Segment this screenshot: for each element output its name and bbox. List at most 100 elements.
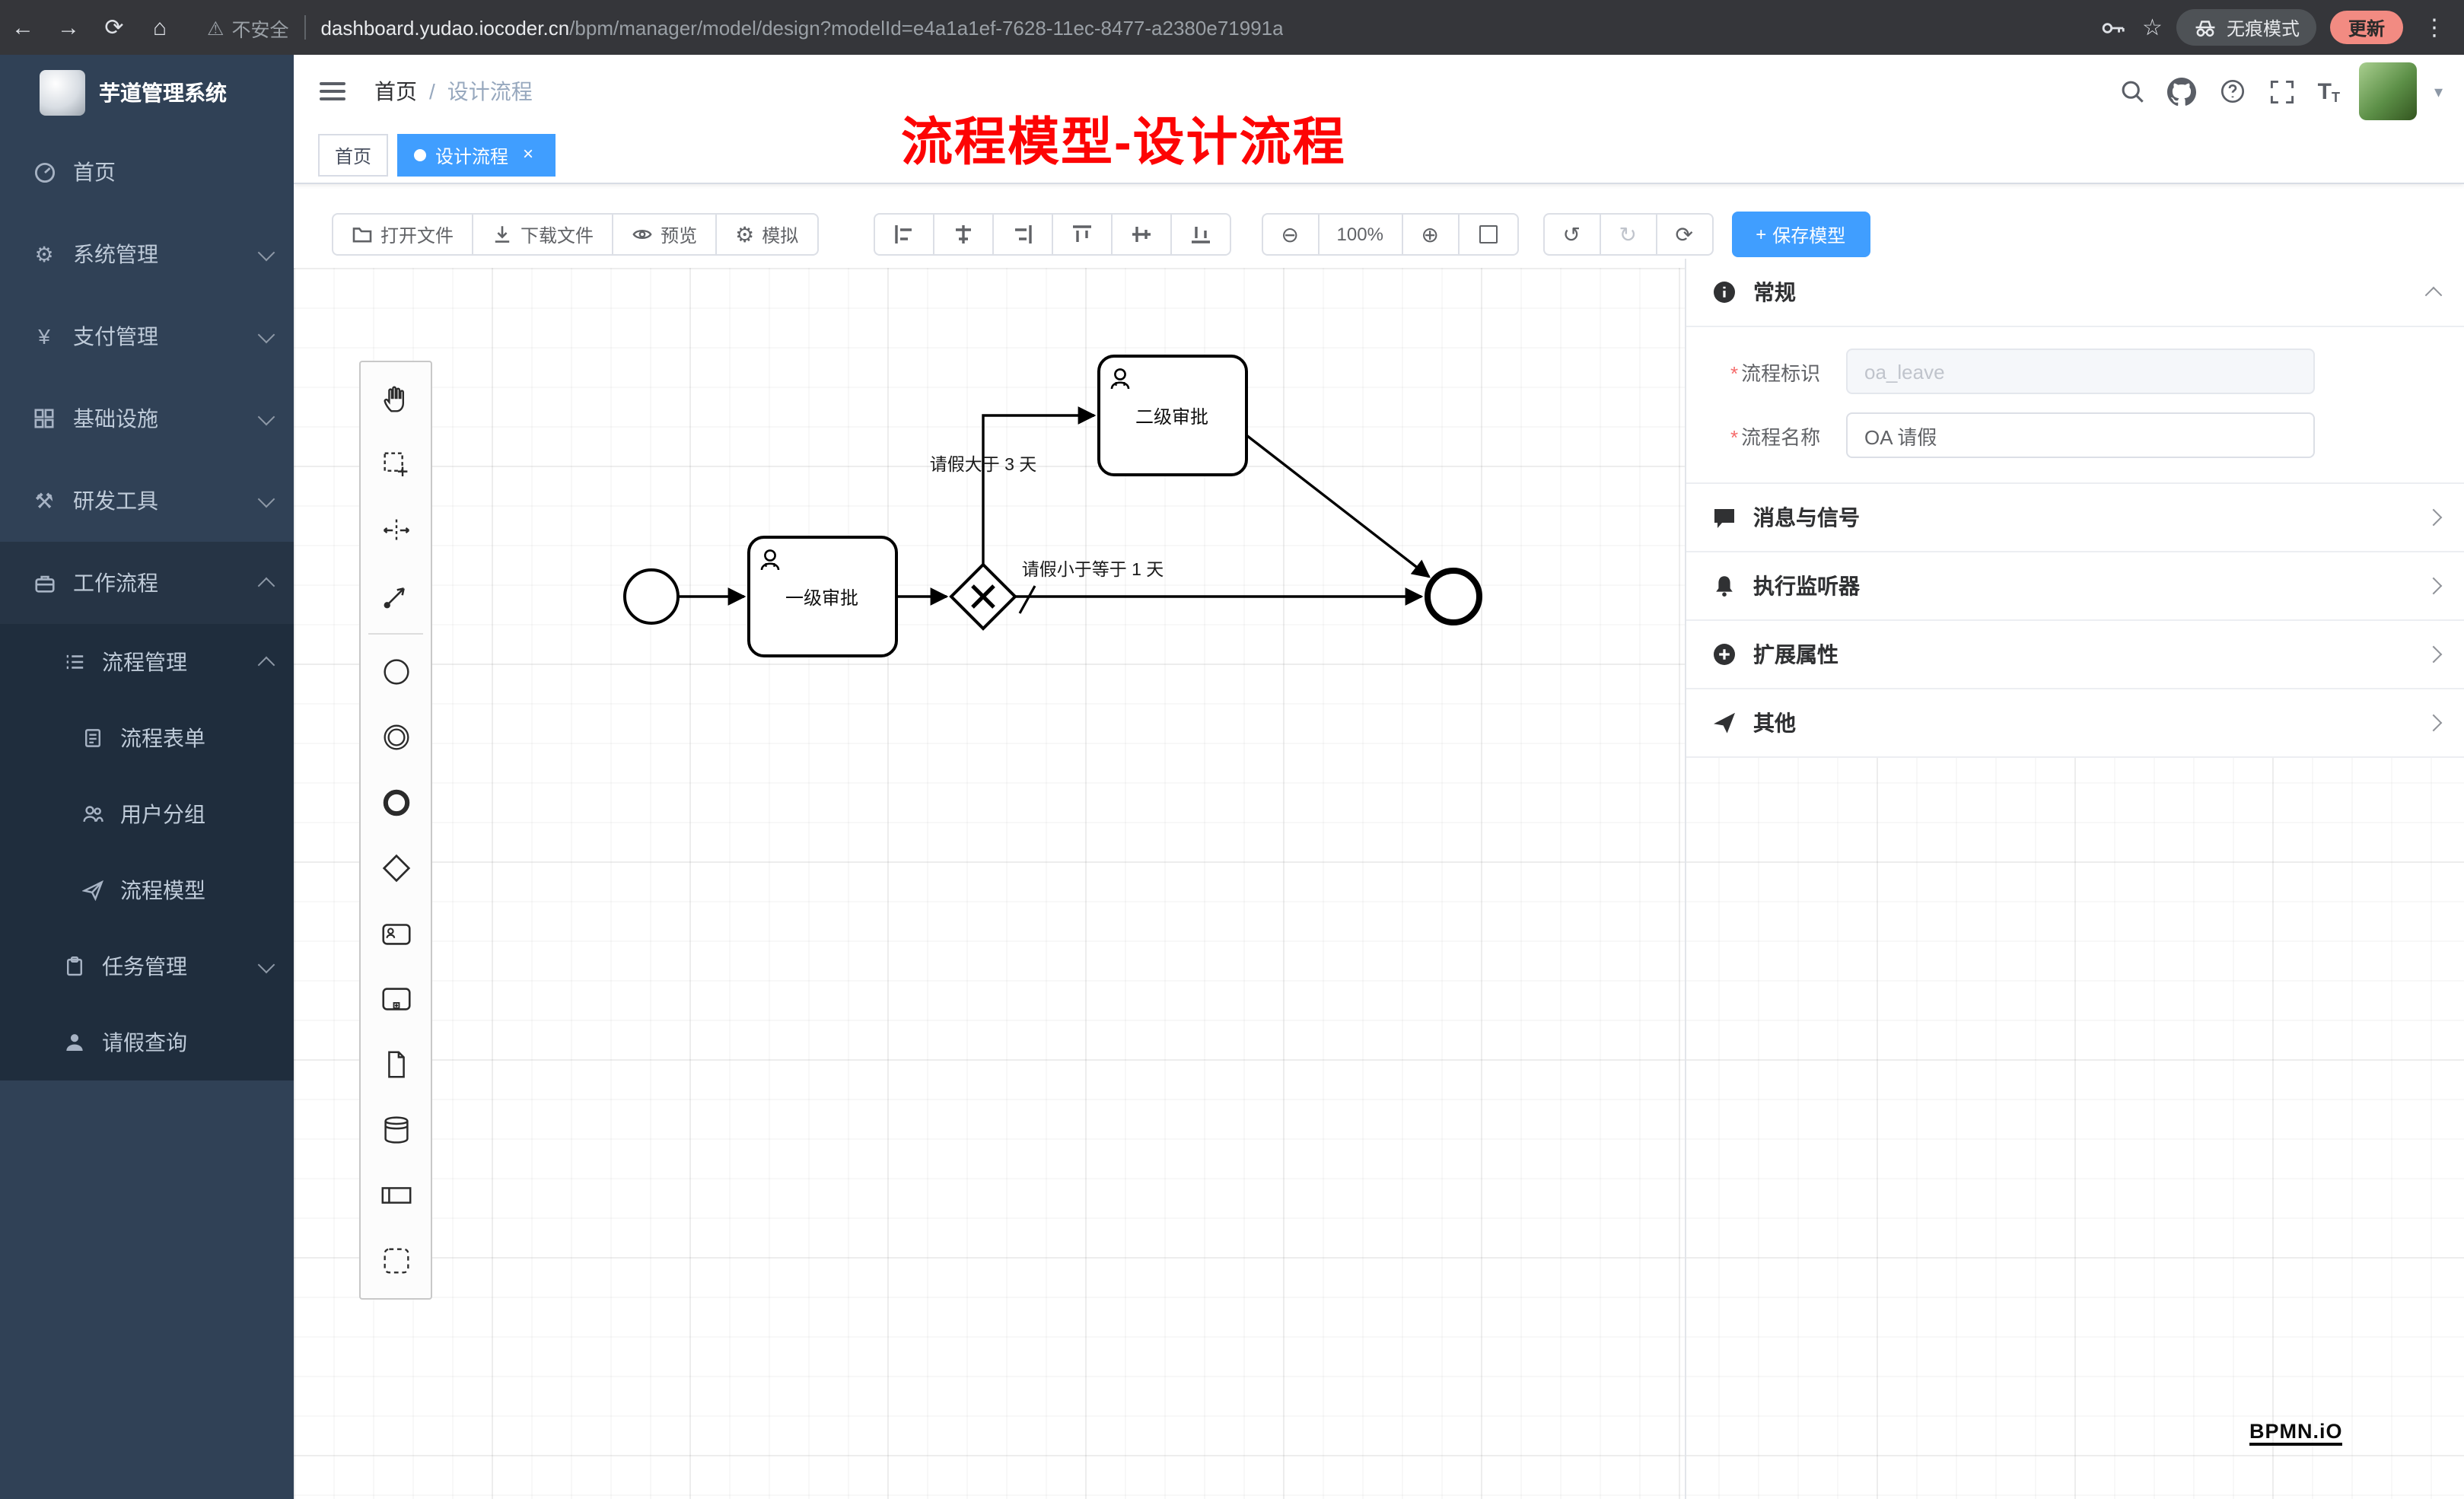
bpmn-diagram: 请假大于 3 天 请假小于等于 1 天 一级审批 (623, 355, 1482, 657)
create-intermediate-event[interactable] (361, 705, 431, 770)
create-participant[interactable] (361, 1163, 431, 1228)
space-tool[interactable] (361, 498, 431, 563)
sidebar-item-leave-query[interactable]: 请假查询 (0, 1004, 294, 1080)
exclusive-gateway[interactable] (949, 562, 1017, 631)
process-name-input[interactable] (1846, 412, 2315, 458)
flow-label-le1[interactable]: 请假小于等于 1 天 (1022, 559, 1164, 579)
sidebar-item-home[interactable]: 首页 (0, 131, 294, 213)
start-event[interactable] (623, 568, 680, 625)
zoom-in-button[interactable]: ⊕ (1401, 213, 1460, 256)
task-second-approval[interactable]: 二级审批 (1097, 355, 1248, 476)
section-title: 其他 (1753, 711, 1796, 735)
restart-button[interactable]: ⟳ (1655, 213, 1714, 256)
sidebar-item-user-group[interactable]: 用户分组 (0, 776, 294, 852)
browser-back-icon[interactable]: ← (11, 14, 34, 40)
browser-update-button[interactable]: 更新 (2329, 11, 2403, 44)
browser-forward-icon[interactable]: → (57, 14, 80, 40)
panel-section-general[interactable]: 常规 (1686, 259, 2464, 327)
search-icon[interactable] (2117, 76, 2147, 107)
github-icon[interactable] (2167, 76, 2198, 107)
bookmark-star-icon[interactable]: ☆ (2142, 15, 2163, 41)
help-icon[interactable] (2217, 76, 2248, 107)
site-security-label[interactable]: ⚠ 不安全 (207, 13, 288, 42)
user-avatar[interactable] (2359, 62, 2418, 120)
create-group[interactable] (361, 1228, 431, 1294)
tag-design-process[interactable]: 设计流程 × (397, 134, 556, 177)
create-task[interactable] (361, 901, 431, 966)
preview-button[interactable]: 预览 (612, 213, 718, 256)
avatar-caret-icon[interactable]: ▾ (2434, 83, 2443, 101)
tag-label: 设计流程 (435, 145, 509, 167)
app-logo[interactable]: 芋道管理系统 (0, 55, 294, 131)
sidebar-collapse-icon[interactable] (320, 78, 345, 105)
panel-section-execution-listener[interactable]: 执行监听器 (1686, 552, 2464, 621)
close-icon[interactable]: × (523, 143, 534, 164)
zoom-out-button[interactable]: ⊖ (1261, 213, 1320, 256)
flow-gateway-to-task2[interactable] (982, 406, 1097, 565)
download-file-button[interactable]: 下载文件 (472, 213, 614, 256)
lasso-tool[interactable] (361, 432, 431, 498)
global-connect-tool[interactable] (361, 563, 431, 629)
align-horizontal-center-button[interactable] (932, 213, 994, 256)
password-key-icon[interactable] (2098, 12, 2128, 43)
save-model-button[interactable]: + 保存模型 (1731, 212, 1870, 257)
create-end-event[interactable] (361, 770, 431, 835)
undo-button[interactable]: ↺ (1542, 213, 1601, 256)
browser-menu-icon[interactable]: ⋮ (2423, 15, 2446, 41)
browser-reload-icon[interactable]: ⟳ (104, 15, 124, 41)
open-file-button[interactable]: 打开文件 (332, 213, 474, 256)
chevron-down-icon (257, 243, 275, 261)
chevron-up-icon (257, 656, 275, 674)
sidebar-item-label: 请假查询 (102, 1030, 187, 1055)
active-dot-icon (414, 149, 427, 161)
sidebar-item-task-management[interactable]: 任务管理 (0, 928, 294, 1004)
zoom-reset-button[interactable] (1457, 213, 1519, 256)
process-key-input[interactable] (1846, 348, 2315, 394)
incognito-badge[interactable]: 无痕模式 (2176, 9, 2316, 46)
breadcrumb-home[interactable]: 首页 (374, 79, 417, 103)
sidebar-item-devtools[interactable]: ⚒ 研发工具 (0, 460, 294, 542)
sidebar-item-system[interactable]: ⚙ 系统管理 (0, 213, 294, 295)
create-start-event[interactable] (361, 639, 431, 705)
workflow-submenu: 流程管理 流程表单 用户分组 流程模型 (0, 624, 294, 1080)
panel-section-other[interactable]: 其他 (1686, 689, 2464, 758)
fullscreen-icon[interactable] (2268, 76, 2298, 107)
sidebar-item-label: 基础设施 (73, 406, 158, 431)
bpmn-io-logo: BPMN.iO (2249, 1420, 2343, 1446)
task-first-approval[interactable]: 一级审批 (747, 536, 898, 657)
browser-home-icon[interactable]: ⌂ (152, 14, 167, 40)
panel-section-message-signal[interactable]: 消息与信号 (1686, 484, 2464, 552)
align-bottom-button[interactable] (1170, 213, 1231, 256)
user-icon (760, 549, 780, 571)
sidebar-item-process-model[interactable]: 流程模型 (0, 852, 294, 928)
sidebar-item-label: 工作流程 (73, 571, 158, 595)
align-left-button[interactable] (873, 213, 934, 256)
create-data-object[interactable] (361, 1032, 431, 1097)
align-vertical-middle-button[interactable] (1110, 213, 1172, 256)
message-icon (1711, 505, 1737, 530)
create-data-store[interactable] (361, 1097, 431, 1163)
sidebar-item-payment[interactable]: ¥ 支付管理 (0, 295, 294, 377)
align-top-button[interactable] (1051, 213, 1113, 256)
fit-icon (1479, 225, 1498, 243)
end-event[interactable] (1425, 568, 1482, 625)
sidebar-item-process-form[interactable]: 流程表单 (0, 700, 294, 776)
align-right-icon (1014, 225, 1031, 243)
flow-task2-to-end[interactable] (1245, 434, 1431, 578)
sidebar-item-workflow[interactable]: 工作流程 (0, 542, 294, 624)
address-bar[interactable]: dashboard.yudao.iocoder.cn/bpm/manager/m… (320, 16, 1283, 39)
sidebar-item-infrastructure[interactable]: 基础设施 (0, 377, 294, 460)
align-right-button[interactable] (992, 213, 1053, 256)
create-gateway[interactable] (361, 835, 431, 901)
sidebar-item-process-management[interactable]: 流程管理 (0, 624, 294, 700)
hand-tool[interactable] (361, 367, 431, 432)
chevron-right-icon (2424, 508, 2443, 527)
flow-label-gt3[interactable]: 请假大于 3 天 (930, 454, 1037, 474)
redo-button[interactable]: ↻ (1599, 213, 1657, 256)
panel-section-extended-attrs[interactable]: 扩展属性 (1686, 621, 2464, 689)
tag-home[interactable]: 首页 (318, 134, 389, 177)
create-subprocess[interactable] (361, 966, 431, 1032)
simulate-button[interactable]: ⚙ 模拟 (715, 213, 819, 256)
